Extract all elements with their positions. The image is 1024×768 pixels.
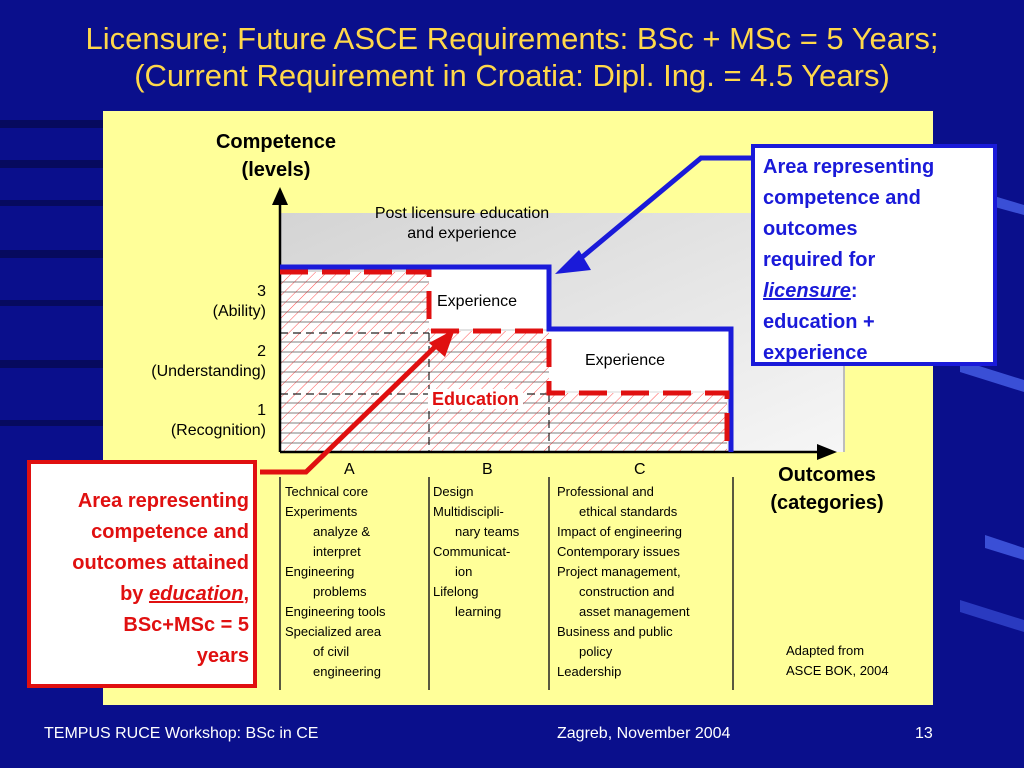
education-callout: Area representing competence and outcome…: [27, 460, 257, 688]
list-item: Technical core: [285, 484, 369, 499]
post-licensure-label: Post licensure education and experience: [374, 205, 550, 242]
category-a-label: A: [344, 461, 355, 478]
list-item: Project management,: [557, 564, 681, 579]
licensure-blue-outline: [280, 264, 734, 452]
list-item: Impact of engineering: [557, 524, 683, 539]
title-line-2: (Current Requirement in Croatia: Dipl. I…: [134, 58, 890, 93]
list-item: ethical standards: [579, 504, 678, 519]
list-item: Business and public: [557, 624, 673, 639]
education-callout-arrow: [260, 339, 443, 475]
level-2-label: 2 (Understanding): [151, 343, 266, 380]
list-item: Multidiscipli-: [433, 504, 504, 519]
list-item: Design: [433, 484, 474, 499]
category-b-label: B: [482, 461, 493, 478]
education-emphasis: education: [148, 583, 244, 605]
experience-block-b: [549, 329, 731, 391]
education-label: Education: [428, 389, 524, 409]
category-a-outcomes: Technical core Experiments analyze & int…: [285, 482, 425, 682]
competence-diagram: [260, 155, 845, 690]
level-1-label: 1 (Recognition): [170, 402, 266, 439]
slide-title: Licensure; Future ASCE Requirements: BSc…: [20, 20, 1004, 94]
list-item: policy: [579, 644, 613, 659]
list-item: Lifelong: [433, 584, 479, 599]
list-item: Experiments: [285, 504, 358, 519]
experience-block-a: [429, 267, 549, 329]
list-item: Engineering tools: [285, 604, 386, 619]
list-item: of civil: [313, 644, 350, 659]
experience-label-a: Experience: [437, 293, 518, 310]
list-item: nary teams: [455, 524, 520, 539]
licensure-callout: Area representing competence and outcome…: [751, 144, 997, 366]
footer-center: Zagreb, November 2004: [557, 725, 731, 742]
y-axis-title: Competence (levels): [215, 131, 337, 181]
page-number: 13: [915, 725, 933, 742]
footer-left: TEMPUS RUCE Workshop: BSc in CE: [44, 725, 319, 742]
licensure-emphasis: licensure: [763, 280, 851, 302]
list-item: analyze &: [313, 524, 371, 539]
list-item: construction and: [579, 584, 675, 599]
list-item: Communicat-: [433, 544, 511, 559]
licensure-callout-arrow: [567, 155, 751, 270]
title-line-1: Licensure; Future ASCE Requirements: BSc…: [85, 21, 939, 56]
list-item: asset management: [579, 604, 690, 619]
list-item: Engineering: [285, 564, 355, 579]
list-item: ion: [455, 564, 473, 579]
category-b-outcomes: Design Multidiscipli- nary teams Communi…: [433, 482, 553, 622]
experience-label-b: Experience: [585, 352, 666, 369]
source-note: Adapted from ASCE BOK, 2004: [786, 643, 889, 678]
list-item: problems: [313, 584, 367, 599]
list-item: learning: [455, 604, 502, 619]
list-item: Contemporary issues: [557, 544, 680, 559]
list-item: Specialized area: [285, 624, 382, 639]
list-item: engineering: [313, 664, 381, 679]
level-3-label: 3 (Ability): [212, 283, 266, 320]
category-c-label: C: [634, 461, 646, 478]
list-item: Professional and: [557, 484, 654, 499]
x-axis-title: Outcomes (categories): [770, 464, 884, 514]
category-c-outcomes: Professional and ethical standards Impac…: [557, 482, 733, 682]
list-item: Leadership: [557, 664, 622, 679]
education-red-dashed-outline: [280, 269, 730, 452]
list-item: interpret: [313, 544, 361, 559]
